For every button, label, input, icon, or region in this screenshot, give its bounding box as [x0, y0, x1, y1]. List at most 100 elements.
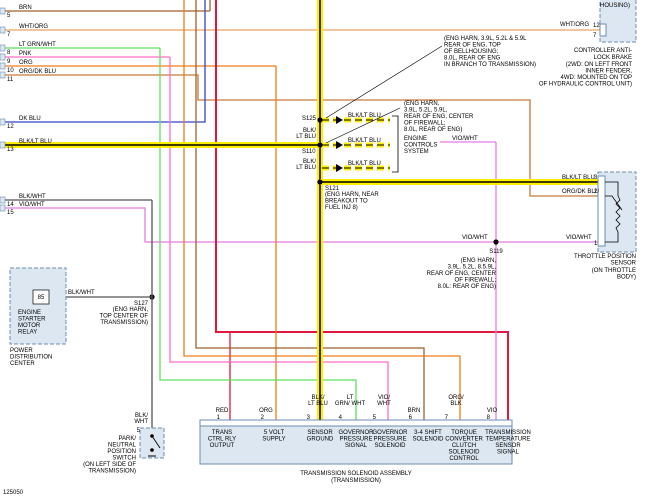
- left-connector: [0, 7, 6, 212]
- asm-pin-label-line: GROUND: [307, 437, 334, 443]
- wire-red-drop: [215, 0, 509, 420]
- left-pin-14: [0, 196, 6, 204]
- note-s119-line: REAR OF ENG, CENTER: [427, 271, 497, 277]
- relay-label-line: RELAY: [18, 330, 37, 336]
- splice-s110-label: S110: [302, 149, 316, 155]
- left-wire-color: DK BLU: [19, 116, 41, 122]
- figure-id: 125050: [3, 490, 24, 496]
- left-pin-number: 7: [7, 32, 11, 38]
- wire-org-dk-blu: [0, 74, 600, 197]
- left-wire-color: BLK/WHT: [19, 194, 46, 200]
- abs-title-line: LOCK BRAKE: [594, 55, 632, 61]
- switch-location-line: TRANSMISSION): [88, 469, 136, 475]
- assembly-location: (TRANSMISSION): [331, 478, 381, 484]
- asm-pin-label-line: PRESSURE: [339, 437, 372, 443]
- relay-pin-label: 85: [38, 295, 45, 301]
- asm-pin-number: 1: [217, 415, 221, 421]
- note-eng-harn-top-line: (ENG HARN, 3.9L, 5.2L & 5.9L: [444, 36, 527, 42]
- relay-wire-label: BLK/WHT: [68, 290, 95, 296]
- asm-wire-color: LT: [347, 395, 354, 401]
- asm-pin-label-line: SOLENOID: [374, 443, 406, 449]
- pdc-label-line: CENTER: [10, 361, 35, 367]
- asm-pin-label-line: 3-4 SHIFT: [414, 430, 442, 436]
- tps-pin-2: 2: [594, 189, 598, 195]
- left-pin-12: [0, 118, 6, 126]
- note-eng-harn-mid-line: 3.9L, 5.2L, 5.9L,: [404, 108, 448, 114]
- tps-location-line: (ON THROTTLE: [592, 268, 636, 274]
- pdc-label-line: DISTRIBUTION: [10, 355, 52, 361]
- tps-pin-1: 1: [594, 241, 598, 247]
- relay-label-line: STARTER: [18, 317, 46, 323]
- left-pin-15: [0, 204, 6, 212]
- left-pin-number: 5: [7, 13, 11, 19]
- note-s119-line: 8.0L: REAR OF ENG): [438, 284, 496, 290]
- wire-lt-grn-drop: [159, 48, 357, 420]
- note-s127-line: TOP CENTER OF: [100, 314, 149, 320]
- assembly-connector: [199, 419, 513, 427]
- left-pin-9: [0, 53, 6, 61]
- asm-pin-number: 8: [487, 415, 491, 421]
- asm-wire-color: VIO/: [378, 395, 390, 401]
- left-pin-8: [0, 44, 6, 52]
- asm-pin-number: 5: [373, 415, 377, 421]
- switch-wire-label: BLK/: [135, 413, 148, 419]
- splice-s119-label: S119: [489, 249, 503, 255]
- left-wire-color: BLK/LT BLU: [19, 139, 52, 145]
- engine-controls-label-line: ENGINE: [404, 136, 427, 142]
- abs-pin-7: 7: [593, 33, 597, 39]
- asm-wire-color: BLK: [450, 401, 461, 407]
- switch-label-line: NEUTRAL: [108, 443, 137, 449]
- note-s121-line: BREAKOUT TO: [325, 199, 368, 205]
- tps-wire-2: ORG/DK BLU: [562, 189, 599, 195]
- splice-s119-dot: [493, 239, 499, 245]
- note-s127-line: TRANSMISSION): [100, 320, 148, 326]
- abs-pin-12: 12: [593, 23, 600, 29]
- abs-desc-line: (2WD: ON LEFT FRONT: [566, 62, 633, 68]
- tps-wiper: [605, 181, 619, 196]
- arrow-out-1: [336, 116, 343, 124]
- switch-wire-label: WHT: [134, 419, 148, 425]
- asm-wire-color: WHT: [377, 401, 391, 407]
- relay-label-line: MOTOR: [18, 323, 41, 329]
- left-pin-number: 11: [7, 77, 14, 83]
- abs-wire-color: WHT/ORG: [560, 22, 589, 28]
- splice-s125-label: S125: [302, 116, 317, 122]
- note-eng-harn-top-line: IN BRANCH TO TRANSMISSION): [444, 62, 536, 68]
- note-s121-line: (ENG HARN, NEAR: [325, 192, 379, 198]
- left-pin-number: 8: [7, 50, 11, 56]
- out-wire-label: BLK/LT BLU: [348, 138, 381, 144]
- tps-location-line: BODY): [617, 275, 636, 281]
- note-eng-harn-top-line: OF BELLHOUSING;: [444, 49, 499, 55]
- asm-pin-number: 3: [307, 415, 311, 421]
- left-pin-10: [0, 62, 6, 70]
- switch-pin: 5: [137, 428, 141, 434]
- note-s127-line: (ENG HARN,: [113, 307, 149, 313]
- splice-s127-label: S127: [134, 301, 149, 307]
- switch-label-line: SWITCH: [112, 456, 136, 462]
- relay-pin-box: [32, 289, 50, 305]
- arrow-out-3: [336, 164, 343, 172]
- splice-wire-label: LT BLU: [296, 165, 316, 171]
- leader-mid: [325, 107, 401, 144]
- splice-wire-label: BLK/: [303, 159, 316, 165]
- asm-pin-number: 6: [409, 415, 413, 421]
- left-wire-color: ORG: [19, 60, 33, 66]
- splice-wire-label: LT BLU: [296, 134, 316, 140]
- asm-pin-label-line: SIGNAL: [345, 443, 368, 449]
- leader-top: [325, 45, 443, 119]
- note-eng-harn-top-line: 8.0L, REAR OF ENG: [444, 56, 501, 62]
- relay-box: [9, 267, 67, 345]
- engine-controls-label-line: SYSTEM: [404, 149, 429, 155]
- splice-s121-label: S121: [325, 186, 340, 192]
- asm-wire-color: ORG: [259, 408, 273, 414]
- tps-wiper2: [605, 195, 623, 211]
- left-wire-color: PNK: [19, 51, 31, 57]
- asm-pin-label-line: CLUTCH: [452, 443, 476, 449]
- asm-pin-label-line: PRESSURE: [373, 437, 406, 443]
- abs-desc-line: 4WD: MOUNTED ON TOP: [561, 75, 632, 81]
- asm-pin-label-line: SOLENOID: [448, 450, 480, 456]
- tps-title-line: THROTTLE POSITION: [574, 254, 636, 260]
- note-eng-harn-top-line: REAR OF ENG, TOP: [444, 43, 501, 49]
